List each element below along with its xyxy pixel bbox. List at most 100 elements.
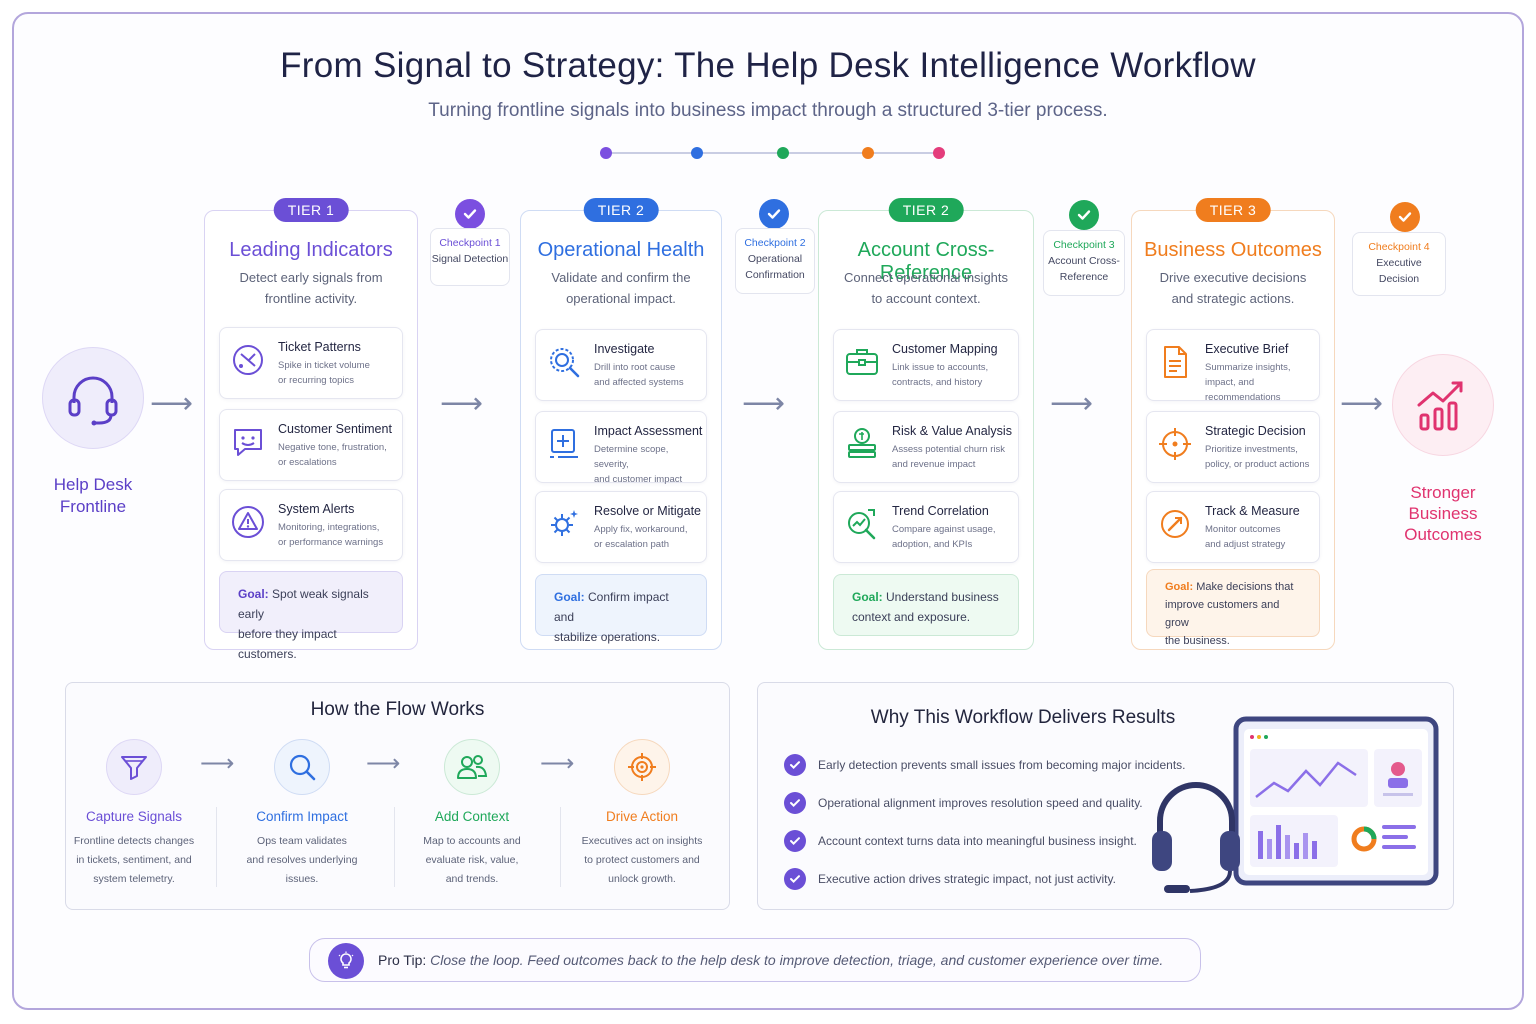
card-strategic-decision: Strategic Decision Prioritize investment… (1146, 411, 1320, 483)
hub-label-line: Help Desk (53, 475, 133, 494)
desc-line: Validate and confirm the (551, 270, 691, 285)
card-desc: Negative tone, frustration,or escalation… (278, 440, 398, 470)
card-desc: Compare against usage, adoption, and KPIs (892, 522, 1014, 552)
card-desc-line: Prioritize investments, (1205, 444, 1298, 455)
card-trend-correlation: Trend Correlation Compare against usage,… (833, 491, 1019, 563)
results-panel: Why This Workflow Delivers Results Early… (757, 682, 1454, 910)
step-title: Confirm Impact (256, 809, 348, 824)
desc-line: operational impact. (566, 291, 676, 306)
card-title: Investigate (594, 342, 655, 356)
bullet-text: Executive action drives strategic impact… (818, 872, 1116, 886)
tier-badge: TIER 2 (888, 198, 964, 222)
flow-arrow: ⟶ (440, 387, 484, 420)
card-desc-line: Determine scope, severity, (594, 444, 669, 470)
step-desc-line: issues. (285, 873, 319, 885)
tier-description: Drive executive decisions and strategic … (1152, 267, 1314, 309)
goal-text: improve customers and grow (1165, 599, 1280, 629)
checkpoint-label: Confirmation (745, 269, 805, 281)
card-desc-line: Monitoring, integrations, (278, 522, 380, 533)
hub-label-line: Frontline (59, 497, 127, 516)
target-icon (614, 739, 670, 795)
card-desc-line: and customer impact (594, 474, 683, 485)
desc-line: Drive executive decisions (1159, 270, 1307, 285)
step-desc-line: unlock growth. (608, 873, 676, 885)
magnifier-icon (274, 739, 330, 795)
people-icon (444, 739, 500, 795)
bullet-text: Early detection prevents small issues fr… (818, 758, 1186, 772)
goal-text: Spot weak signals early (238, 587, 369, 621)
pro-tip-label: Pro Tip: (378, 952, 427, 968)
result-bullet: Early detection prevents small issues fr… (784, 754, 1186, 776)
flow-arrow: ⟶ (1050, 387, 1094, 420)
pro-tip-bar: Pro Tip: Close the loop. Feed outcomes b… (309, 938, 1201, 982)
card-desc: Link issue to accounts,contracts, and hi… (892, 360, 1014, 390)
trend-search-icon (848, 509, 876, 540)
outcomes-hub (1392, 354, 1494, 456)
step-desc-line: to protect customers and (584, 854, 700, 866)
flow-panel: How the Flow Works Capture Signals Front… (65, 682, 730, 910)
tier-title: Business Outcomes (1144, 239, 1322, 261)
briefcase-icon (846, 349, 878, 375)
card-risk-value: Risk & Value Analysis Assess potential c… (833, 411, 1019, 483)
goal-text: stabilize operations. (554, 630, 661, 644)
card-desc-line: Spike in ticket volume (278, 360, 370, 371)
checkpoint-2: Checkpoint 2 Operational Confirmation (735, 228, 815, 294)
card-title: Executive Brief (1205, 342, 1289, 356)
card-title: Resolve or Mitigate (594, 504, 701, 518)
step-desc-line: and trends. (445, 873, 499, 885)
flow-arrow: ⟶ (1340, 387, 1384, 420)
step-desc: Executives act on insights to protect cus… (572, 832, 712, 889)
goal-text: the business. (1165, 635, 1230, 647)
card-desc-line: impact, and recommendations (1205, 377, 1281, 403)
document-icon (1164, 346, 1187, 378)
tier-2-panel: TIER 2 Operational Health Validate and c… (520, 198, 722, 650)
card-desc-line: adoption, and KPIs (892, 539, 973, 550)
step-desc-line: and resolves underlying (246, 854, 358, 866)
card-desc-line: Negative tone, frustration, (278, 442, 387, 453)
hub-label-line: Business (1408, 504, 1478, 523)
checkpoint-label: Reference (1059, 271, 1109, 283)
goal-label: Goal: (1165, 581, 1194, 593)
results-title: Why This Workflow Delivers Results (870, 707, 1176, 728)
checkpoint-name: Checkpoint 2 (744, 237, 806, 249)
step-title: Drive Action (605, 809, 679, 824)
tier-1-panel: TIER 1 Leading Indicators Detect early s… (204, 198, 418, 661)
progress-dot (600, 147, 612, 159)
tier-description: Validate and confirm the operational imp… (541, 267, 701, 309)
tier-goal: Goal: Spot weak signals early before the… (219, 571, 403, 661)
goal-label: Goal: (554, 590, 585, 604)
step-desc-line: Ops team validates (257, 835, 347, 847)
pro-tip-text: Pro Tip: Close the loop. Feed outcomes b… (378, 952, 1163, 968)
tier-description: Connect operational insights to account … (839, 267, 1013, 309)
step-desc-line: in tickets, sentiment, and (76, 854, 192, 866)
checkpoint-label: Operational (747, 253, 803, 265)
card-resolve-mitigate: Resolve or Mitigate Apply fix, workaroun… (535, 491, 707, 563)
desc-line: to account context. (871, 291, 981, 306)
hub-label-line: Stronger (1410, 483, 1476, 502)
checkpoint-name: Checkpoint 3 (1053, 239, 1115, 251)
step-desc-line: Executives act on insights (581, 835, 703, 847)
card-title: Trend Correlation (892, 504, 989, 518)
step-title: Add Context (434, 809, 510, 824)
help-desk-label: Help Desk Frontline (30, 474, 156, 518)
card-title: Impact Assessment (594, 424, 703, 438)
checkpoint-4: Checkpoint 4 Executive Decision (1352, 232, 1446, 296)
tier-badge: TIER 2 (583, 198, 659, 222)
checkpoint-label: Signal Detection (431, 253, 509, 265)
divider (560, 807, 561, 887)
progress-dot (691, 147, 703, 159)
card-title: Ticket Patterns (278, 340, 361, 354)
gear-fix-icon (551, 510, 578, 536)
headset-dashboard-icon (1152, 716, 1439, 893)
checkpoint-label: Executive (1376, 257, 1422, 269)
page-title: From Signal to Strategy: The Help Desk I… (280, 46, 1256, 85)
card-title: Customer Mapping (892, 342, 998, 356)
check-icon (455, 199, 485, 229)
tier-goal: Goal: Confirm impact and stabilize opera… (535, 574, 707, 644)
card-desc: Summarize insights,impact, and recommend… (1205, 360, 1315, 405)
goal-label: Goal: (852, 590, 883, 604)
card-desc-line: Compare against usage, (892, 524, 996, 535)
